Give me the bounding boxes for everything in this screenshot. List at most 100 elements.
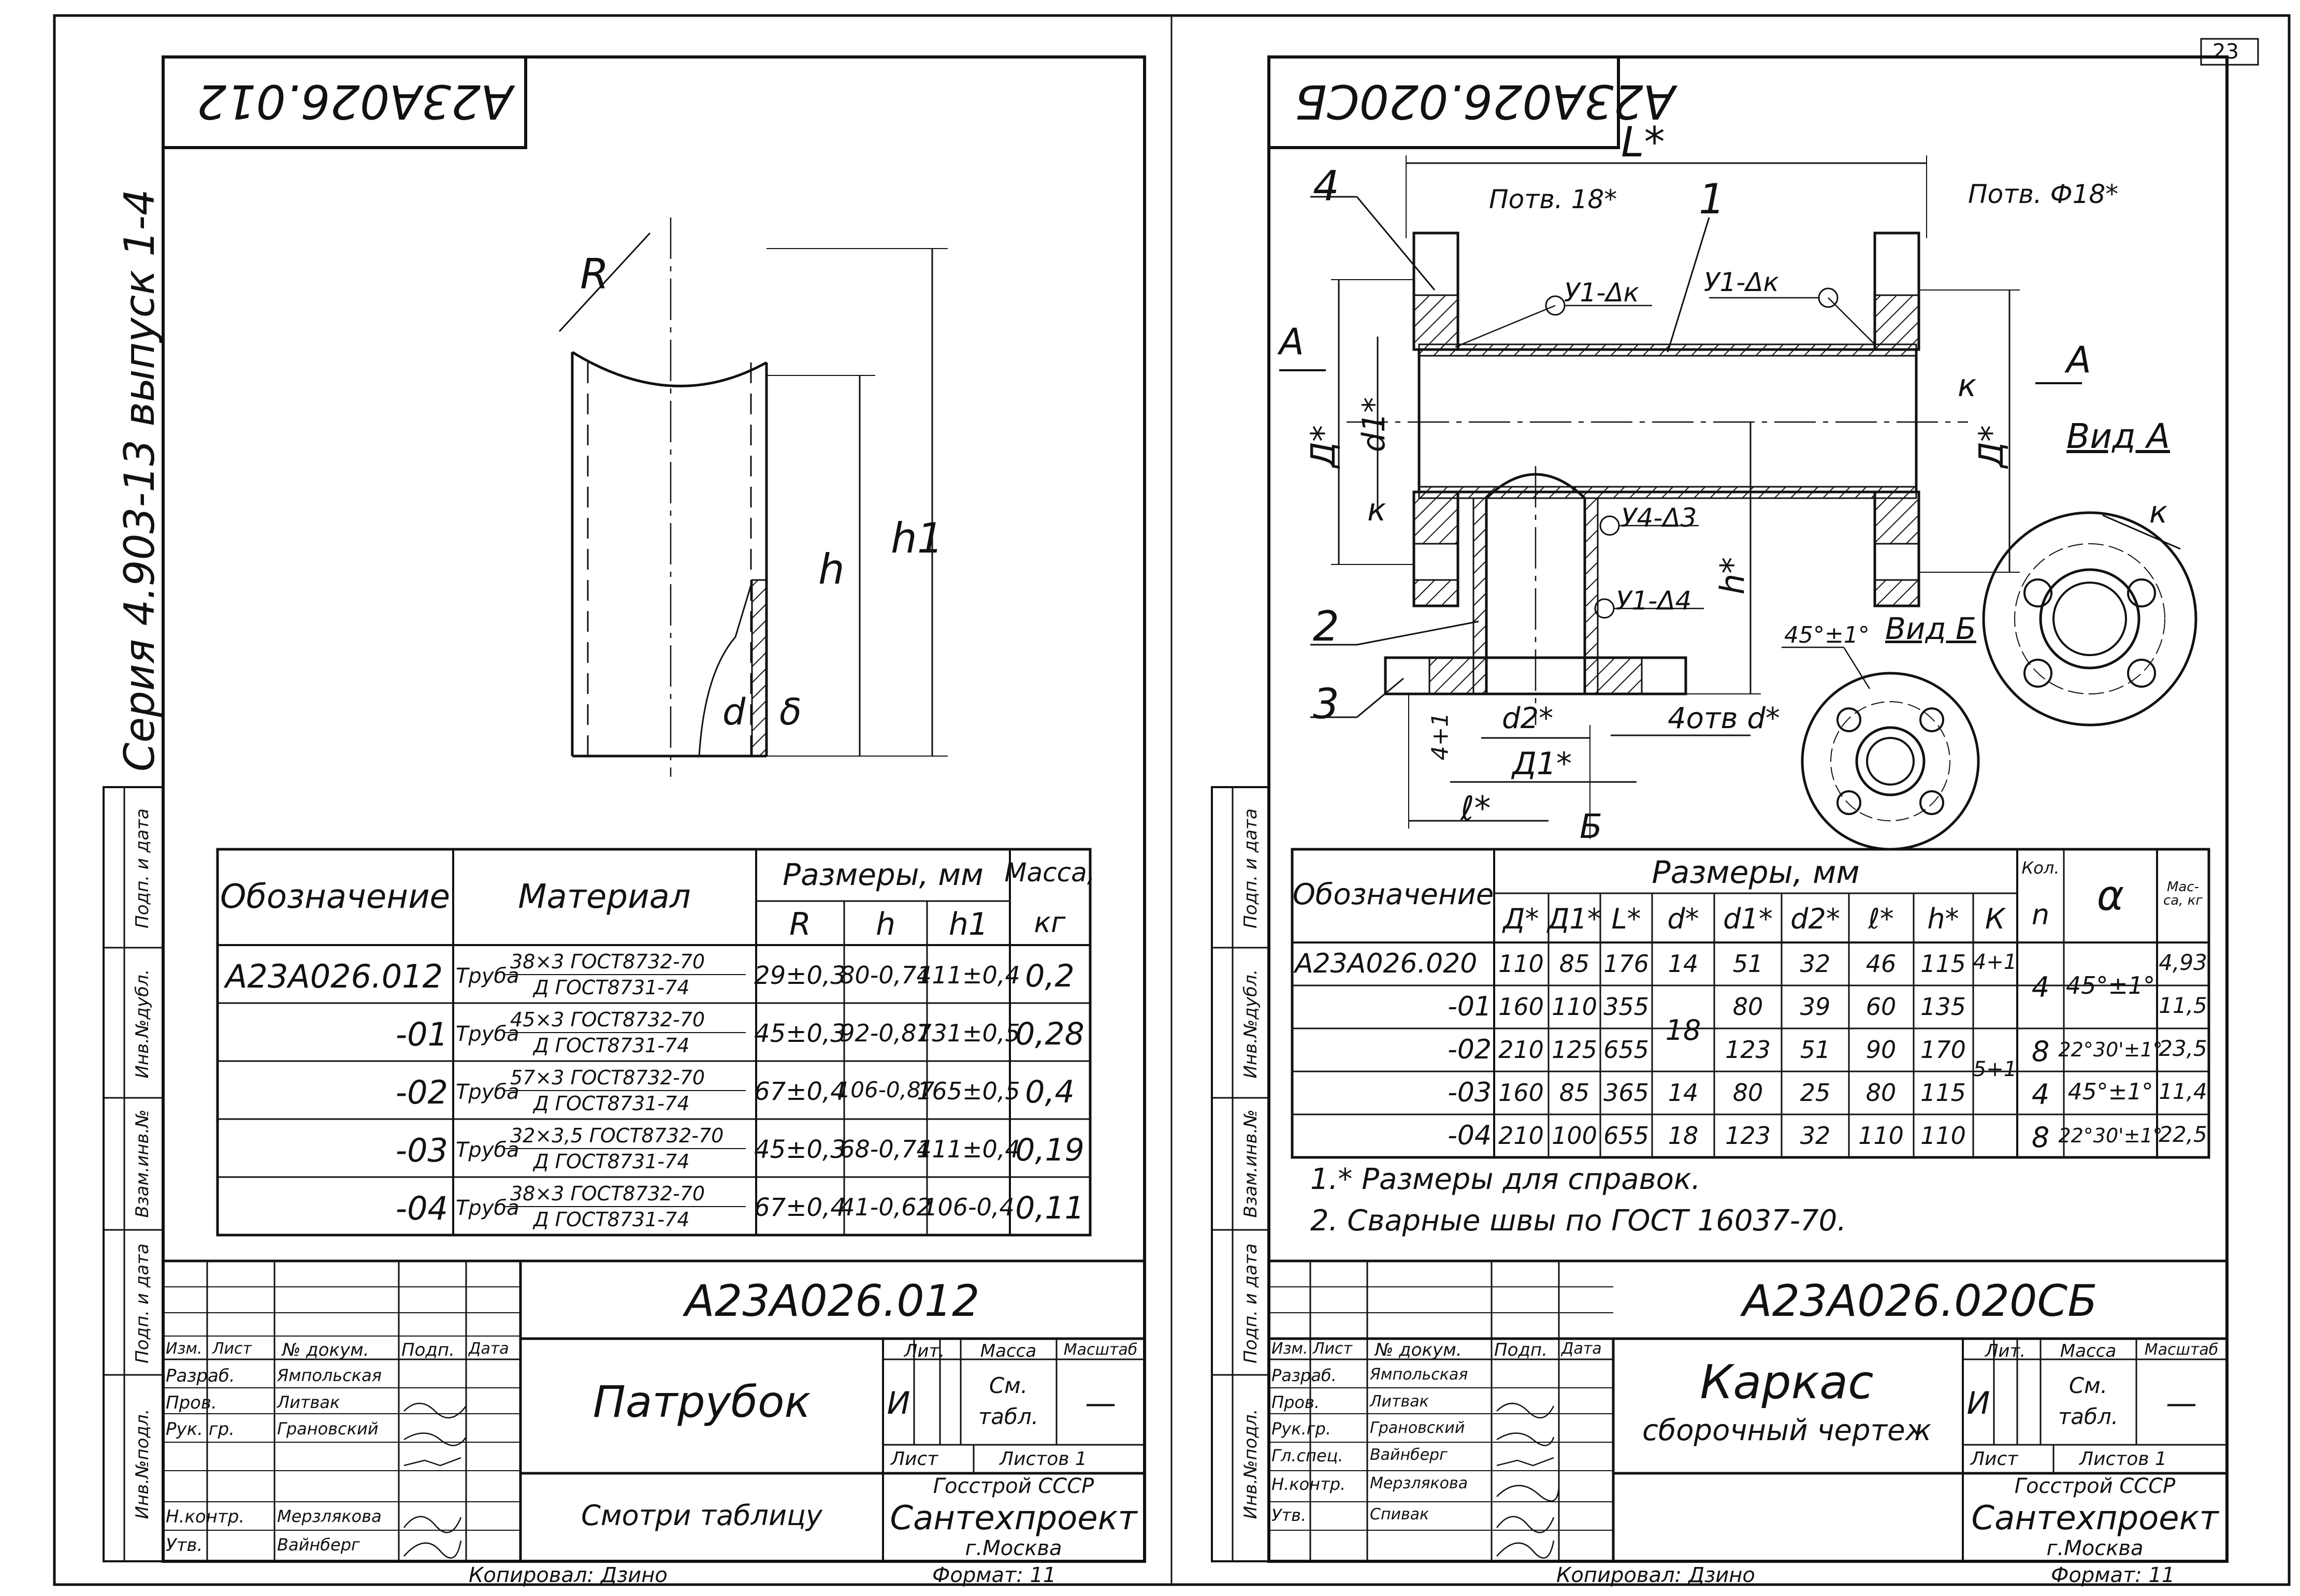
row-designation: -02 xyxy=(1448,1034,1492,1065)
row-d1: 80 xyxy=(1732,993,1763,1021)
row-mass: 0,2 xyxy=(1025,958,1075,994)
label-D1: Д1* xyxy=(1512,746,1572,782)
row-D: 210 xyxy=(1498,1122,1544,1150)
role-1-name: Ямпольская xyxy=(277,1366,382,1385)
rtable-sub-K: К xyxy=(1985,903,2005,935)
role-2-name: Литвак xyxy=(277,1392,340,1412)
rside-label-5: Подп. и дата xyxy=(1240,808,1261,928)
row-h: 135 xyxy=(1920,993,1966,1021)
row-designation: -02 xyxy=(395,1073,448,1111)
rtable-sub-L: L* xyxy=(1611,903,1641,935)
rtable-header-n: n xyxy=(2031,898,2050,931)
label-weld-1: У1-Δк xyxy=(1564,278,1639,308)
hdr-izm: Изм. xyxy=(166,1340,202,1358)
rrole-1: Разраб. xyxy=(1271,1366,1337,1385)
label-D: Д* xyxy=(1305,425,1343,468)
label-weld-3: У4-Δ3 xyxy=(1621,503,1697,533)
rmass-value-1: См. xyxy=(2068,1373,2108,1398)
label-k-1: к xyxy=(1367,492,1386,528)
role-2: Пров. xyxy=(166,1392,217,1413)
page-number: 23 xyxy=(2212,40,2239,64)
side-label-5: Подп. и дата xyxy=(132,808,153,928)
row-l: 80 xyxy=(1865,1079,1897,1107)
rtable-header-mass: Мас-са, кг xyxy=(2163,879,2203,908)
rtable-sub-d2: d2* xyxy=(1790,903,1840,935)
row-h: 106-0,87 xyxy=(836,1077,935,1102)
hdr-date: Дата xyxy=(469,1340,509,1358)
rtitle-subtitle: сборочный чертеж xyxy=(1642,1414,1932,1447)
row-material-num: 57×3 ГОСТ8732-70 xyxy=(510,1066,705,1089)
row-R: 67±0,4 xyxy=(754,1193,846,1222)
row-l: 46 xyxy=(1865,950,1897,978)
scale-value: — xyxy=(1085,1385,1116,1421)
rscale-label: Масштаб xyxy=(2144,1341,2219,1359)
row-R: 67±0,4 xyxy=(754,1077,846,1106)
label-four: 4+1 xyxy=(1427,712,1454,761)
rtable-header-designation: Обозначение xyxy=(1292,878,1494,911)
rtable-sub-D: Д* xyxy=(1503,903,1539,935)
rsheets-label: Листов 1 xyxy=(2079,1448,2167,1470)
rtable-sub-d: d* xyxy=(1667,903,1699,935)
label-vid-A: Вид А xyxy=(2066,416,2170,456)
row-R: 45±0,3 xyxy=(754,1019,846,1048)
rrole-5: Н.контр. xyxy=(1271,1474,1346,1494)
rrole-2: Пров. xyxy=(1271,1392,1320,1412)
row-material-den: Д ГОСТ8731-74 xyxy=(533,1150,690,1173)
rside-label-1: Инв.№подл. xyxy=(1240,1409,1261,1519)
row-material-num: 32×3,5 ГОСТ8732-70 xyxy=(510,1124,724,1147)
rorg-line-2: Сантехпроект xyxy=(1971,1499,2219,1537)
hdr-sign: Подп. xyxy=(401,1340,455,1360)
label-vid-B: Вид Б xyxy=(1885,611,1976,646)
row-D: 210 xyxy=(1498,1036,1544,1064)
left-rotated-code: А23А026.012 xyxy=(197,74,513,128)
lit-label: Лит. xyxy=(904,1341,945,1361)
label-k-3: к xyxy=(2149,495,2168,530)
row-l: 110 xyxy=(1858,1122,1904,1150)
row-n: 4 xyxy=(2031,1078,2050,1111)
row-K: 5+1 xyxy=(1973,1057,2017,1081)
rscale-value: — xyxy=(2166,1385,2197,1421)
table-sub-R: R xyxy=(789,906,811,942)
row-D1: 125 xyxy=(1552,1036,1597,1064)
rtitle-code: А23А026.020СБ xyxy=(1742,1275,2098,1326)
row-n: 8 xyxy=(2031,1035,2050,1068)
rrole-5-name: Мерзлякова xyxy=(1370,1474,1468,1492)
row-alpha: 45°±1° xyxy=(2065,971,2156,999)
label-part-2: 2 xyxy=(1313,602,1339,650)
scale-label: Масштаб xyxy=(1063,1341,1138,1359)
role-3: Рук. гр. xyxy=(166,1419,235,1440)
label-l: ℓ* xyxy=(1460,790,1491,828)
row-R: 45±0,3 xyxy=(754,1135,846,1164)
mass-value-2: табл. xyxy=(978,1404,1039,1429)
rtable-header-alpha: α xyxy=(2096,872,2124,920)
row-material: Труба xyxy=(456,1138,519,1162)
label-D-right: Д* xyxy=(1973,425,2011,468)
title-code: А23А026.012 xyxy=(685,1275,980,1326)
row-h: 80-0,74 xyxy=(840,961,932,989)
row-material: Труба xyxy=(456,1196,519,1220)
row-d2: 39 xyxy=(1800,993,1831,1021)
row-L: 176 xyxy=(1603,950,1649,978)
row-d2: 25 xyxy=(1800,1079,1831,1107)
label-weld-4: У1-Δ4 xyxy=(1616,586,1692,616)
role-1: Разраб. xyxy=(166,1366,235,1386)
label-section-A-left: А xyxy=(1279,321,1304,363)
label-part-3: 3 xyxy=(1313,680,1339,728)
rside-label-3: Взам.инв.№ xyxy=(1240,1109,1261,1218)
row-h: 115 xyxy=(1920,950,1966,978)
row-material-num: 45×3 ГОСТ8732-70 xyxy=(510,1008,705,1031)
row-designation: -03 xyxy=(1448,1077,1492,1108)
label-part-1: 1 xyxy=(1699,175,1725,223)
row-h: 170 xyxy=(1920,1036,1966,1064)
org-line-1: Госстрой СССР xyxy=(933,1474,1094,1498)
dim-h1: h1 xyxy=(891,514,944,562)
rhdr-izm: Изм. xyxy=(1271,1340,1308,1358)
rside-label-4: Инв.№дубл. xyxy=(1240,969,1261,1079)
rrole-3-name: Грановский xyxy=(1370,1419,1465,1437)
org-line-3: г.Москва xyxy=(965,1536,1062,1560)
rrole-2-name: Литвак xyxy=(1370,1392,1429,1411)
row-mass: 11,4 xyxy=(2159,1079,2207,1104)
row-d1: 123 xyxy=(1725,1036,1771,1064)
row-D1: 85 xyxy=(1559,950,1590,978)
